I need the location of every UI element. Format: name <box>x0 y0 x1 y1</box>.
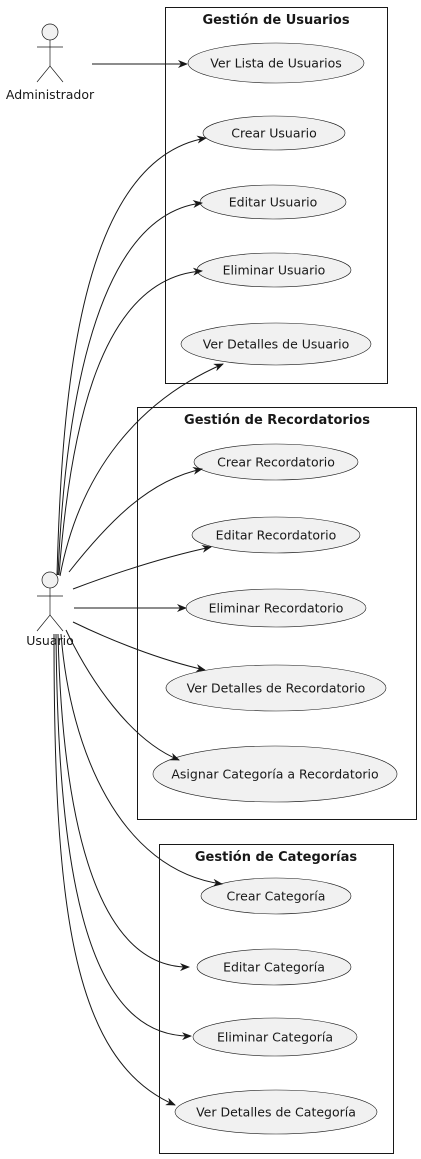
use-case-ellipse <box>180 322 372 366</box>
use-case-ellipse <box>202 115 346 151</box>
association-usuario-eliminar-categoria <box>55 633 192 1041</box>
use-case-label: Eliminar Categoría <box>217 1030 333 1045</box>
association-usuario-editar-usuario <box>57 200 203 576</box>
use-case-editar-usuario[interactable]: Editar Usuario <box>199 184 347 220</box>
use-case-label: Editar Recordatorio <box>216 528 337 543</box>
use-case-label: Ver Detalles de Categoría <box>196 1105 356 1120</box>
use-case-ver-detalles-recordatorio[interactable]: Ver Detalles de Recordatorio <box>165 664 387 712</box>
association-usuario-crear-categoria <box>60 633 223 887</box>
actor-administrador[interactable]: Administrador <box>6 23 95 102</box>
association-usuario-crear-recordatorio <box>68 466 203 573</box>
package-usuarios-title: Gestión de Usuarios <box>202 13 349 28</box>
use-case-ellipse <box>165 664 387 712</box>
association-usuario-eliminar-usuario <box>58 267 203 576</box>
association-usuario-editar-recordatorio <box>72 544 212 590</box>
use-case-label: Crear Categoría <box>227 889 326 904</box>
use-case-ver-lista-usuarios[interactable]: Ver Lista de Usuarios <box>187 42 365 84</box>
use-case-ellipse <box>192 1017 358 1057</box>
use-case-editar-categoria[interactable]: Editar Categoría <box>196 948 352 986</box>
association-usuario-asignar-categoria <box>65 629 180 761</box>
use-case-label: Editar Categoría <box>223 960 325 975</box>
use-case-ver-detalles-usuario[interactable]: Ver Detalles de Usuario <box>180 322 372 366</box>
use-case-eliminar-recordatorio[interactable]: Eliminar Recordatorio <box>185 588 367 628</box>
use-case-crear-recordatorio[interactable]: Crear Recordatorio <box>193 443 359 481</box>
use-case-ellipse <box>152 745 398 803</box>
use-case-ellipse <box>193 443 359 481</box>
actor-head-icon <box>41 571 59 589</box>
actor-head-icon <box>41 23 59 41</box>
association-usuario-ver-detalles-usuario <box>59 363 224 577</box>
association-usuario-crear-usuario <box>56 135 207 576</box>
use-case-editar-recordatorio[interactable]: Editar Recordatorio <box>191 516 361 554</box>
use-case-label: Ver Detalles de Recordatorio <box>187 681 366 696</box>
use-case-label: Asignar Categoría a Recordatorio <box>171 767 378 782</box>
use-case-eliminar-usuario[interactable]: Eliminar Usuario <box>196 252 352 288</box>
association-usuario-editar-categoria <box>57 633 190 972</box>
use-case-asignar-categoria[interactable]: Asignar Categoría a Recordatorio <box>152 745 398 803</box>
use-case-label: Eliminar Recordatorio <box>209 601 344 616</box>
use-case-crear-categoria[interactable]: Crear Categoría <box>200 877 352 915</box>
use-case-crear-usuario[interactable]: Crear Usuario <box>202 115 346 151</box>
actor-usuario[interactable]: Usuario <box>26 571 74 648</box>
use-case-ellipse <box>174 1089 378 1135</box>
use-case-label: Eliminar Usuario <box>223 263 326 278</box>
association-usuario-ver-detalles-recordatorio <box>72 621 206 672</box>
use-case-eliminar-categoria[interactable]: Eliminar Categoría <box>192 1017 358 1057</box>
actor-label: Usuario <box>26 633 74 648</box>
association-usuario-ver-detalles-categoria <box>53 633 176 1106</box>
package-recordatorios-title: Gestión de Recordatorios <box>184 413 370 428</box>
actor-label: Administrador <box>6 87 95 102</box>
use-case-ellipse <box>187 42 365 84</box>
actor-legs-icon <box>36 65 64 83</box>
use-case-ellipse <box>200 877 352 915</box>
use-case-ver-detalles-categoria[interactable]: Ver Detalles de Categoría <box>174 1089 378 1135</box>
use-case-label: Ver Detalles de Usuario <box>203 337 349 352</box>
use-case-ellipse <box>191 516 361 554</box>
use-case-label: Crear Recordatorio <box>217 455 335 470</box>
use-case-ellipse <box>196 948 352 986</box>
use-case-label: Crear Usuario <box>231 126 317 141</box>
package-categorias-title: Gestión de Categorías <box>195 850 357 865</box>
associations <box>53 60 224 1106</box>
use-case-label: Editar Usuario <box>229 195 317 210</box>
use-case-label: Ver Lista de Usuarios <box>210 56 341 71</box>
actor-legs-icon <box>36 614 64 632</box>
